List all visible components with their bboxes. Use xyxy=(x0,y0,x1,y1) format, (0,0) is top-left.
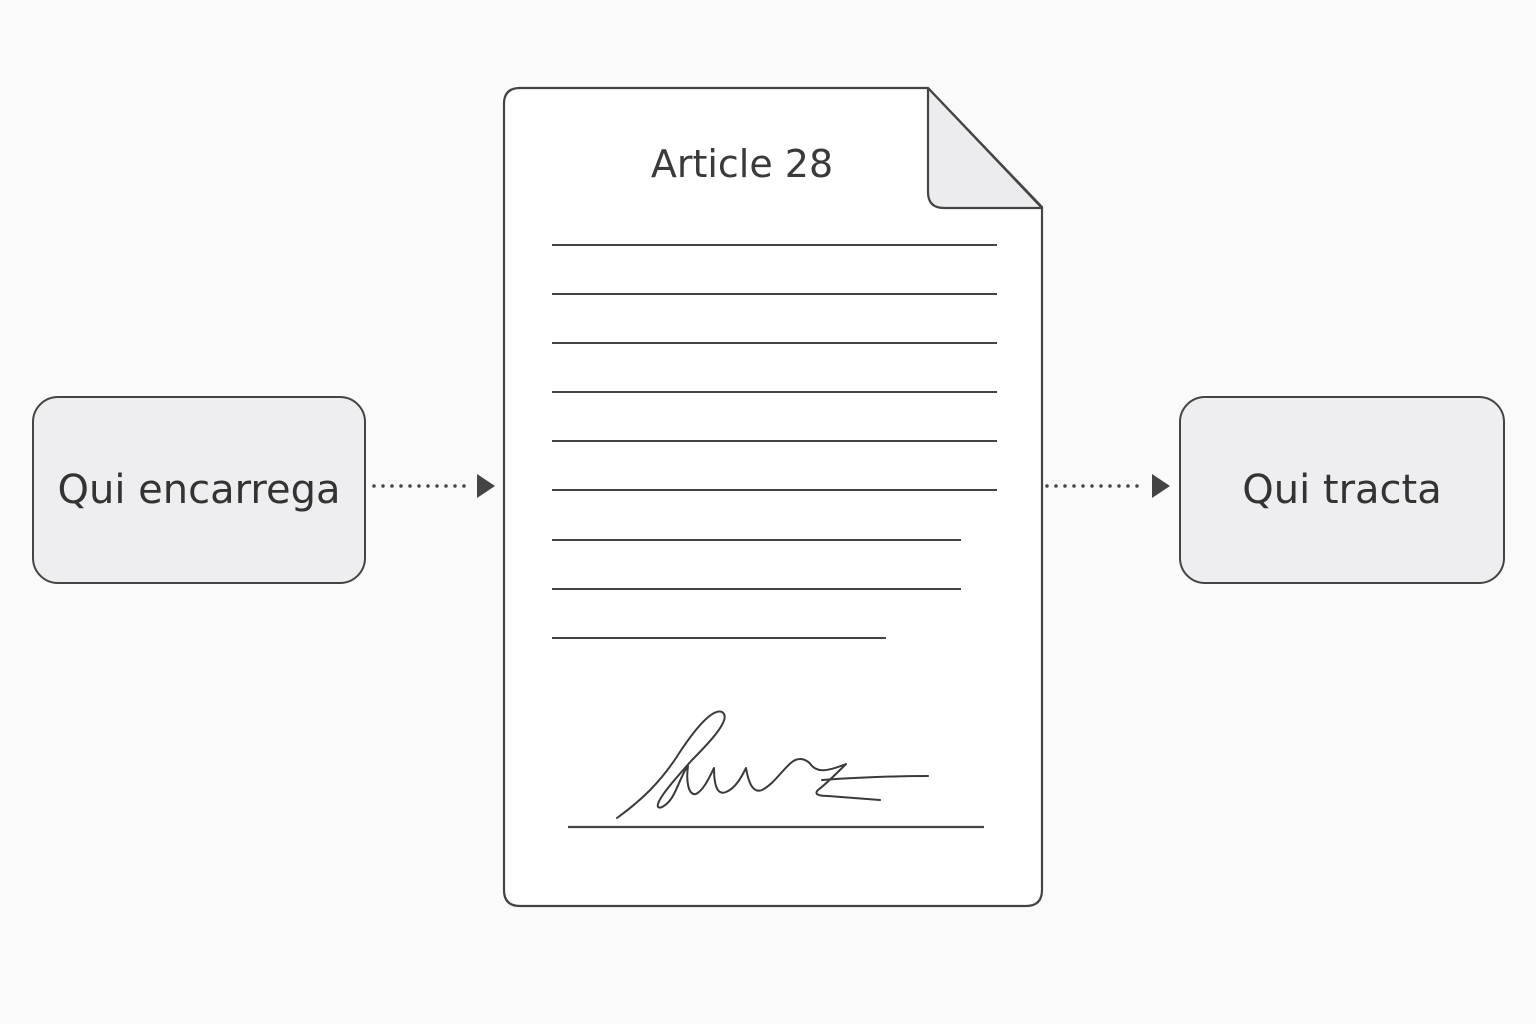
document-page xyxy=(502,86,1044,908)
target-node-label: Qui tracta xyxy=(1242,467,1442,513)
arrowhead-right-icon xyxy=(477,474,495,498)
document-fold xyxy=(926,86,1044,210)
arrowhead-right-icon xyxy=(1152,474,1170,498)
source-node-label: Qui encarrega xyxy=(57,467,341,513)
document-text-lines xyxy=(552,244,997,639)
signature-mark xyxy=(616,710,929,819)
source-node: Qui encarrega xyxy=(32,396,366,584)
target-node: Qui tracta xyxy=(1179,396,1505,584)
document-title: Article 28 xyxy=(650,142,834,186)
